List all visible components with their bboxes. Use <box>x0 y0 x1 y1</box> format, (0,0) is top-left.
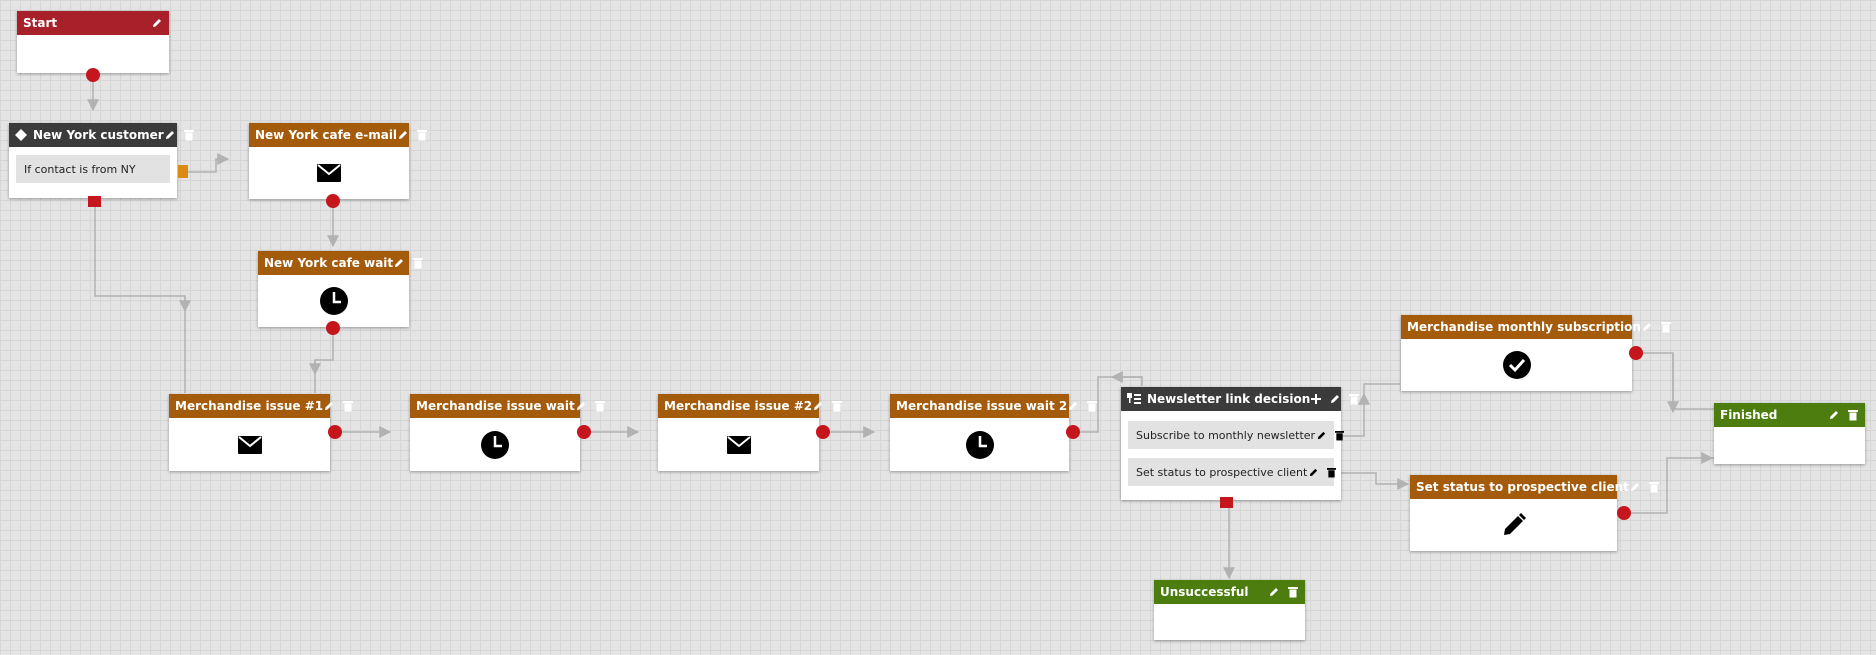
edit-icon[interactable] <box>1307 466 1319 478</box>
edit-icon[interactable] <box>575 400 587 412</box>
connection-port[interactable] <box>577 425 591 439</box>
connection-port[interactable] <box>816 425 830 439</box>
edit-icon[interactable] <box>1268 586 1280 598</box>
add-icon[interactable] <box>1310 393 1322 405</box>
delete-icon[interactable] <box>1847 409 1859 421</box>
connector-subscribe-monthly <box>1340 383 1400 437</box>
edit-icon[interactable] <box>1315 429 1327 441</box>
delete-icon[interactable] <box>416 129 428 141</box>
node-title: New York customer <box>33 128 164 142</box>
node-merchandise-issue-wait-2[interactable]: Merchandise issue wait 2 <box>890 394 1098 471</box>
edit-icon[interactable] <box>323 400 335 412</box>
delete-icon[interactable] <box>342 400 354 412</box>
node-title: Set status to prospective client <box>1416 480 1629 494</box>
connection-port[interactable] <box>1629 346 1643 360</box>
delete-icon[interactable] <box>1325 466 1337 478</box>
edit-icon[interactable] <box>397 129 409 141</box>
delete-icon[interactable] <box>1086 400 1098 412</box>
clock-icon <box>965 430 994 459</box>
connector-nycustomer-email <box>188 153 230 173</box>
node-title: Unsuccessful <box>1160 585 1249 599</box>
clock-icon <box>319 287 348 315</box>
edit-icon[interactable] <box>393 257 405 269</box>
connection-port[interactable] <box>326 321 340 335</box>
decision-icon <box>1127 393 1141 405</box>
envelope-icon <box>237 435 262 454</box>
condition-port[interactable] <box>178 165 188 178</box>
node-title: Newsletter link decision <box>1147 392 1311 406</box>
node-merchandise-monthly-subscription[interactable]: Merchandise monthly subscription <box>1401 315 1671 391</box>
diamond-icon <box>15 129 27 141</box>
node-title: Finished <box>1720 408 1778 422</box>
node-merchandise-issue-wait[interactable]: Merchandise issue wait <box>410 394 605 471</box>
connector-wait-merch1 <box>314 334 334 393</box>
delete-icon[interactable] <box>1287 586 1299 598</box>
connector-nycustomer-merch1 <box>94 207 186 393</box>
node-title: New York cafe wait <box>264 256 394 270</box>
delete-icon[interactable] <box>831 400 843 412</box>
node-finished[interactable]: Finished <box>1714 403 1865 464</box>
delete-icon[interactable] <box>1333 429 1345 441</box>
delete-icon[interactable] <box>594 400 606 412</box>
checkmark-icon <box>1502 351 1531 379</box>
node-new-york-customer[interactable]: New York customer If contact is from NY <box>9 123 194 198</box>
delete-icon[interactable] <box>412 257 424 269</box>
node-title: Merchandise monthly subscription <box>1407 320 1641 334</box>
connection-port[interactable] <box>1617 506 1631 520</box>
delete-icon[interactable] <box>1348 393 1360 405</box>
edit-icon[interactable] <box>1329 393 1341 405</box>
node-unsuccessful[interactable]: Unsuccessful <box>1154 580 1305 640</box>
connection-port[interactable] <box>326 194 340 208</box>
condition-item[interactable]: If contact is from NY <box>16 155 170 183</box>
node-title: Start <box>23 16 58 30</box>
connector-monthly-finished <box>1636 352 1716 410</box>
case-set-status[interactable]: Set status to prospective client <box>1128 458 1337 486</box>
clock-icon <box>481 430 509 459</box>
connection-port[interactable] <box>86 68 100 82</box>
envelope-icon <box>726 435 751 454</box>
edit-icon[interactable] <box>1629 481 1641 493</box>
connection-port[interactable] <box>1066 425 1080 439</box>
envelope-icon <box>317 164 341 182</box>
node-merchandise-issue-2[interactable]: Merchandise issue #2 <box>658 394 843 471</box>
node-title: Merchandise issue wait 2 <box>896 399 1068 413</box>
edit-icon[interactable] <box>151 17 163 29</box>
edit-icon[interactable] <box>1641 321 1653 333</box>
edit-icon[interactable] <box>1828 409 1840 421</box>
delete-icon[interactable] <box>1648 481 1660 493</box>
node-title: Merchandise issue wait <box>416 399 575 413</box>
node-set-status-prospective-client[interactable]: Set status to prospective client <box>1410 475 1659 551</box>
case-subscribe[interactable]: Subscribe to monthly newsletter <box>1128 421 1344 449</box>
node-newsletter-link-decision[interactable]: Newsletter link decision Subscribe to mo… <box>1121 387 1360 500</box>
node-merchandise-issue-1[interactable]: Merchandise issue #1 <box>169 394 354 471</box>
node-title: Merchandise issue #1 <box>175 399 324 413</box>
pencil-icon <box>1503 513 1526 535</box>
node-start[interactable]: Start <box>17 11 169 73</box>
node-new-york-cafe-wait[interactable]: New York cafe wait <box>258 251 424 327</box>
edit-icon[interactable] <box>1067 400 1079 412</box>
case-label: Subscribe to monthly newsletter <box>1136 428 1316 442</box>
connection-port[interactable] <box>1220 497 1233 508</box>
condition-label: If contact is from NY <box>24 162 136 176</box>
connection-port[interactable] <box>328 425 342 439</box>
delete-icon[interactable] <box>1660 321 1672 333</box>
connection-port[interactable] <box>88 196 101 207</box>
connector-setstatus-node <box>1340 472 1410 490</box>
edit-icon[interactable] <box>164 129 176 141</box>
node-title: New York cafe e-mail <box>255 128 398 142</box>
node-new-york-cafe-email[interactable]: New York cafe e-mail <box>249 123 428 199</box>
case-label: Set status to prospective client <box>1136 465 1308 479</box>
node-title: Merchandise issue #2 <box>664 399 813 413</box>
edit-icon[interactable] <box>812 400 824 412</box>
delete-icon[interactable] <box>183 129 195 141</box>
